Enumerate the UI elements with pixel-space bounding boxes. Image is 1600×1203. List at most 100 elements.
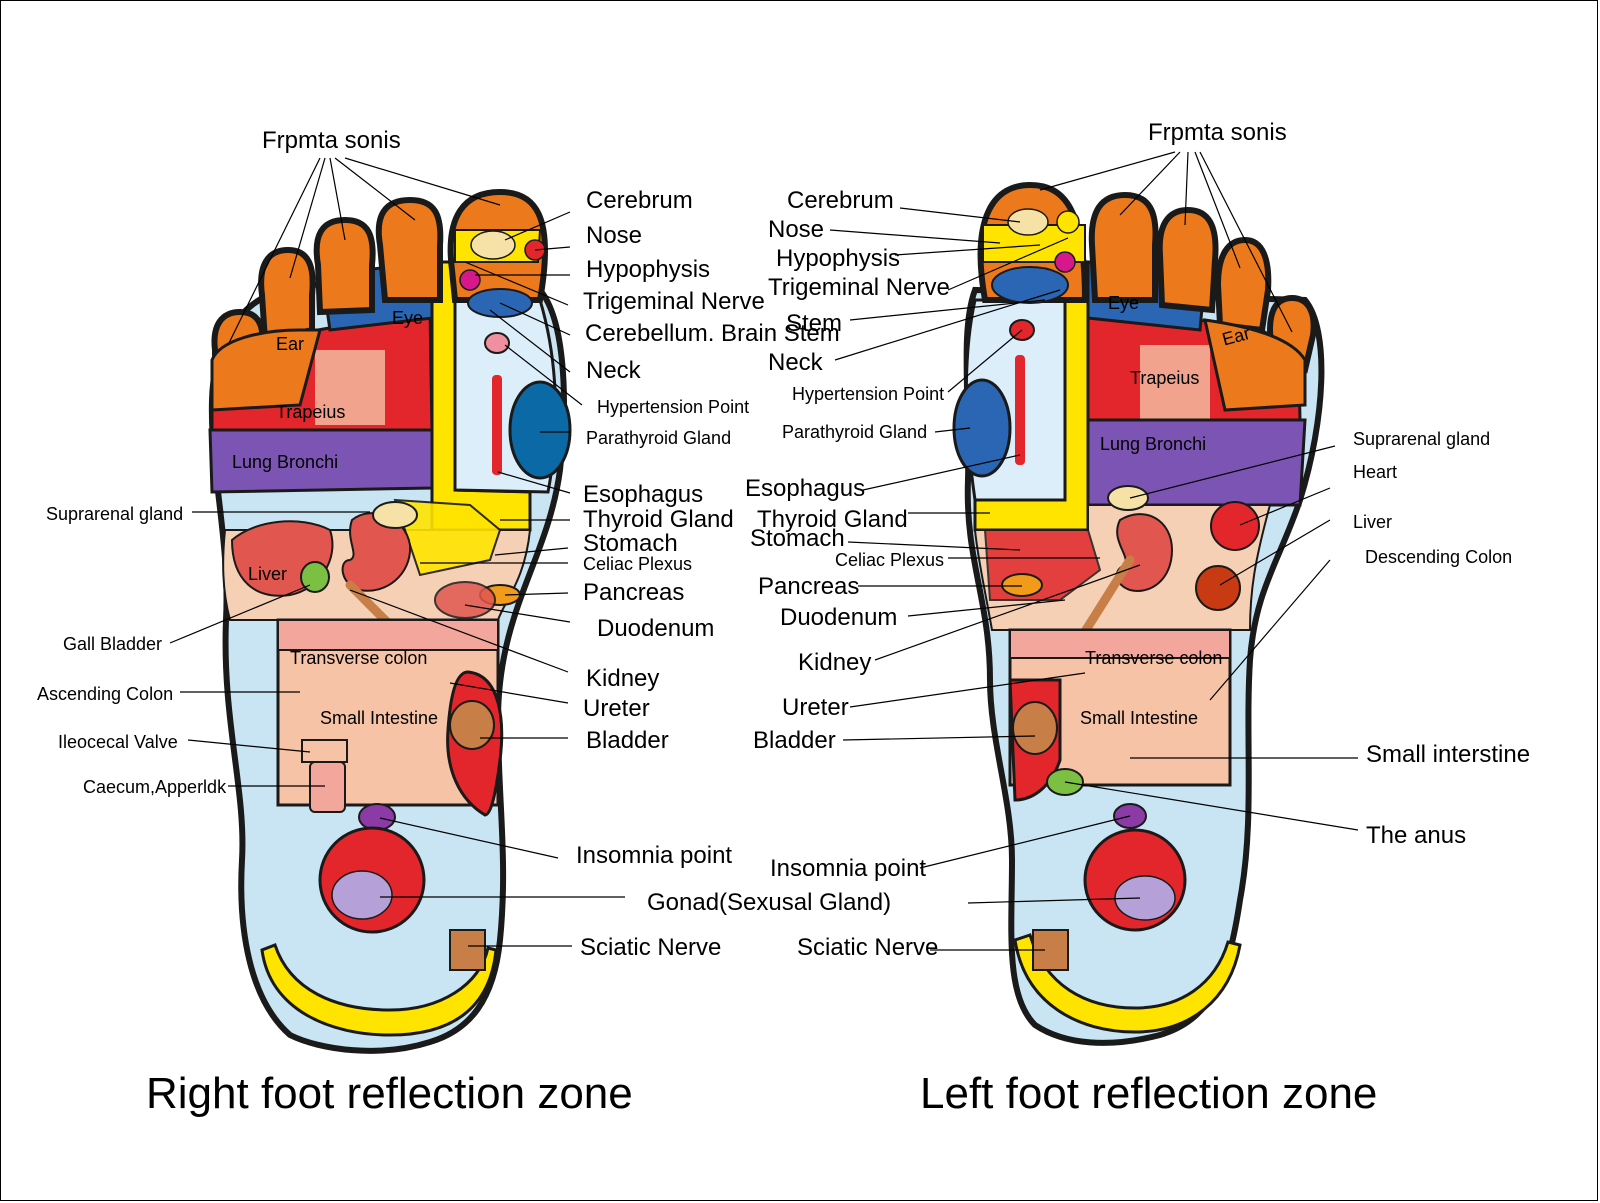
right-frontal-sinus-label: Frpmta sonis	[262, 127, 401, 154]
left-liver-label: Liver	[1353, 512, 1392, 532]
left-eye-label: Eye	[1108, 293, 1139, 313]
left-cerebrum-shape	[1007, 208, 1049, 236]
right-bladder-label: Bladder	[586, 727, 669, 754]
left-toe-3	[1156, 206, 1219, 314]
right-foot-title: Right foot reflection zone	[146, 1069, 633, 1118]
right-bladder-shape	[449, 700, 495, 750]
right-leader-lines	[169, 157, 625, 947]
gonad-label: Gonad(Sexusal Gland)	[647, 889, 891, 916]
left-lung-zone	[1086, 418, 1307, 507]
left-suprarenal-label: Suprarenal gland	[1353, 429, 1490, 449]
left-duodenum-label: Duodenum	[780, 604, 897, 631]
left-hypophysis-shape	[1054, 251, 1076, 273]
left-frontal-sinus-label: Frpmta sonis	[1148, 119, 1287, 146]
right-gallbladder-shape	[300, 561, 330, 593]
right-toes	[210, 188, 549, 412]
right-gonad-inner	[331, 870, 393, 920]
right-toe-3	[313, 216, 376, 316]
right-duodenum-label: Duodenum	[597, 615, 714, 642]
right-heel-band	[260, 943, 498, 1037]
right-toe-4	[258, 246, 316, 344]
left-descending-shape	[1195, 565, 1241, 611]
right-ileocecal-label: Ileocecal Valve	[58, 732, 178, 752]
left-nose-label: Nose	[768, 216, 824, 243]
right-transverse-label: Transverse colon	[290, 648, 427, 668]
left-pancreas-shape	[1001, 573, 1043, 597]
right-duodenum-shape	[434, 581, 496, 619]
left-hypertension-label: Hypertension Point	[792, 384, 944, 404]
right-ileocecal-shape	[301, 739, 348, 763]
left-bladder-label: Bladder	[753, 727, 836, 754]
right-pancreas-label: Pancreas	[583, 579, 684, 606]
right-thyroid-label: Thyroid Gland	[583, 506, 734, 533]
right-transverse-colon	[277, 619, 499, 651]
left-neck-label: Neck	[768, 349, 824, 376]
right-lung-label: Lung Bronchi	[232, 452, 338, 472]
left-pancreas-label: Pancreas	[758, 573, 859, 600]
left-toe-4	[1214, 236, 1272, 334]
left-bladder-shape	[1012, 701, 1058, 755]
left-heart-label: Heart	[1353, 462, 1397, 482]
right-esophagus-label: Esophagus	[583, 481, 703, 508]
left-ear-zone	[1203, 318, 1307, 412]
right-small-intestine-label: Small Intestine	[320, 708, 438, 728]
left-celiac-label: Celiac Plexus	[835, 550, 944, 570]
right-caecum-shape	[309, 761, 346, 813]
right-parathyroid-label: Parathyroid Gland	[586, 428, 731, 448]
right-sciatic-shape	[449, 929, 486, 971]
right-foot-labels: Frpmta sonis Cerebrum Nose Hypophysis Tr…	[37, 127, 891, 1118]
left-nose-shape	[1056, 210, 1080, 234]
right-eye-label: Eye	[392, 308, 423, 328]
left-thyroid-label: Thyroid Gland	[757, 506, 908, 533]
left-stem-label: Stem	[786, 310, 842, 337]
left-lung-label: Lung Bronchi	[1100, 434, 1206, 454]
right-toe-2	[375, 196, 444, 303]
right-spine-illustration	[315, 350, 385, 425]
right-trapeius-label: Trapeius	[276, 402, 345, 422]
left-heart-shape	[1210, 501, 1260, 551]
right-esophagus-shape	[492, 375, 502, 475]
right-suprarenal-shape	[372, 501, 418, 529]
right-foot: Ear Eye Trapeius Lung Bronchi Liver Tran…	[208, 188, 572, 1054]
right-hypophysis-label: Hypophysis	[586, 256, 710, 283]
left-trigeminal-label: Trigeminal Nerve	[768, 274, 950, 301]
right-cerebellum-label: Cerebellum. Brain Stem	[585, 320, 840, 347]
right-cerebrum-shape	[470, 230, 516, 260]
left-kidney-shape	[1115, 513, 1174, 592]
left-ureter-label: Ureter	[782, 694, 849, 721]
right-parathyroid-shape	[508, 380, 572, 480]
right-hypophysis-shape	[459, 269, 481, 291]
right-stomach-label: Stomach	[583, 530, 678, 557]
right-stomach-zone	[393, 498, 502, 577]
left-transverse-colon	[1009, 629, 1231, 659]
left-leader-lines	[829, 151, 1359, 951]
right-cerebrum-label: Cerebrum	[586, 187, 693, 214]
left-transverse-label: Transverse colon	[1085, 648, 1222, 668]
left-spine-illustration	[1140, 345, 1210, 420]
right-nose-label: Nose	[586, 222, 642, 249]
left-foot-title: Left foot reflection zone	[920, 1069, 1377, 1118]
left-toes	[977, 181, 1317, 412]
left-big-toe-brain	[982, 224, 1086, 263]
right-hypertension-label: Hypertension Point	[597, 397, 749, 417]
left-foot: Eye Ear Trapeius Lung Bronchi Transverse…	[952, 181, 1325, 1046]
left-hypophysis-label: Hypophysis	[776, 245, 900, 272]
left-esophagus-label: Esophagus	[745, 475, 865, 502]
left-anus-label: The anus	[1366, 822, 1466, 849]
right-hypertension-shape	[484, 332, 510, 354]
right-celiac-label: Celiac Plexus	[583, 554, 692, 574]
right-liver-label: Liver	[248, 564, 287, 584]
right-kidney-label: Kidney	[586, 665, 659, 692]
right-insomnia-label: Insomnia point	[576, 842, 732, 869]
right-insomnia-shape	[358, 803, 396, 831]
left-suprarenal-shape	[1107, 485, 1149, 511]
right-gallbladder-label: Gall Bladder	[63, 634, 162, 654]
left-small-interstine-label: Small interstine	[1366, 741, 1530, 768]
left-sciatic-label: Sciatic Nerve	[797, 934, 938, 961]
left-stomach-label: Stomach	[750, 525, 845, 552]
left-kidney-label: Kidney	[798, 649, 871, 676]
left-parathyroid-label: Parathyroid Gland	[782, 422, 927, 442]
right-suprarenal-label: Suprarenal gland	[46, 504, 183, 524]
